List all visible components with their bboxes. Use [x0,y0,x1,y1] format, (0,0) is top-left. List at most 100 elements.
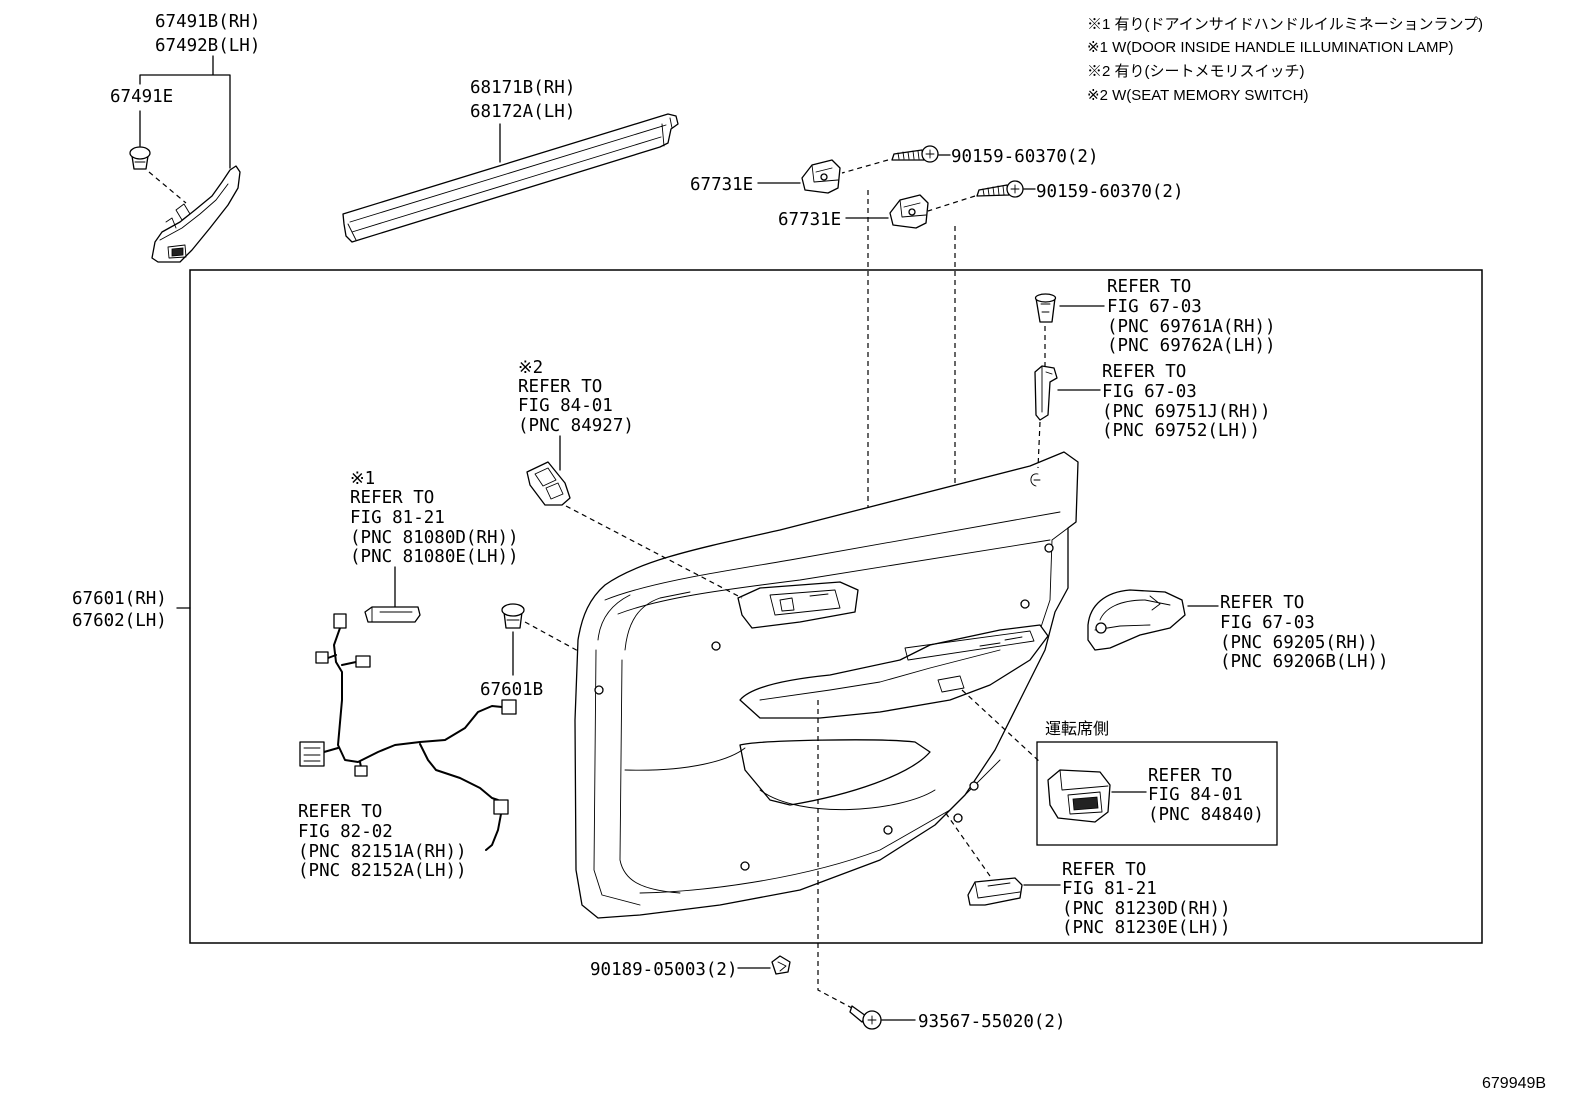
lower-clip-detail [777,961,787,972]
door-pocket [739,739,931,806]
inside-handle-pivot [1095,622,1107,634]
note-line: ※1 W(DOOR INSIDE HANDLE ILLUMINATION LAM… [1087,39,1454,56]
weatherstrip-lh-label: 68172A(LH) [470,102,575,122]
ref-line: FIG 84-01 [1148,785,1243,805]
trim-upper-ridge-inner [617,539,1051,615]
harness-connector [299,741,325,767]
clip-hole [953,813,963,823]
inside-handle-recess-details [769,589,841,616]
ref-line: (PNC 84840) [1148,805,1264,825]
ref-line: REFER TO [350,488,434,508]
harness-connector [333,613,347,629]
ref-line: (PNC 69751J(RH)) [1102,402,1271,422]
lower-clip-label: 90189-05003(2) [590,960,738,980]
window-switch-button [1072,796,1099,811]
ref-line: (PNC 81230E(LH)) [1062,918,1231,938]
door-trim-panel [574,451,1079,919]
ref-line: FIG 84-01 [518,396,613,416]
ref-line: ※1 [350,469,375,489]
garnish-clip-dashed-line [148,171,187,204]
driver-side-label: 運転席側 [1045,720,1109,738]
armrest-switch-details [937,636,1023,693]
upper-screw-1-dashed-line [841,159,889,174]
ref-line: (PNC 69752(LH)) [1102,421,1260,441]
ref-line: FIG 81-21 [350,508,445,528]
lock-rod-shape [1034,365,1058,421]
lower-screw-dashed-line [817,700,853,1009]
garnish-clip-label: 67491E [110,87,173,107]
ref-line: REFER TO [298,802,382,822]
screw-cross [925,149,935,159]
lock-knob-details [1040,303,1051,313]
clip-head [129,146,151,160]
wire-harness-group: REFER TO FIG 82-02 (PNC 82151A(RH)) (PNC… [298,613,517,881]
garnish-clip-shape [129,146,151,170]
lower-fasteners-group: 90189-05003(2) 93567-55020(2) [590,700,1066,1032]
upper-bracket-1-label: 67731E [690,175,753,195]
courtesy-lamp-details [974,881,1021,899]
ref-line: (PNC 81080E(LH)) [350,547,519,567]
lock-knob-top [1034,293,1057,303]
ref-line: ※2 [518,358,543,378]
harness-branches [323,654,502,851]
lower-screw-cross [867,1015,877,1025]
ref-line: REFER TO [1220,593,1304,613]
inside-handle-recess [737,581,859,629]
handle-lamp-details [371,606,413,623]
inside-handle-shape [1087,589,1186,651]
ref-line: REFER TO [1148,766,1232,786]
trim-clip-head [501,603,525,617]
ref-line: FIG 82-02 [298,822,393,842]
weatherstrip-details [347,117,673,241]
ref-line: REFER TO [518,377,602,397]
ref-line: (PNC 81230D(RH)) [1062,899,1231,919]
inside-handle-group: REFER TO FIG 67-03 (PNC 69205(RH)) (PNC … [1087,589,1389,672]
lock-rod-details [1041,365,1053,413]
harness-connector [315,651,329,664]
courtesy-lamp-group: REFER TO FIG 81-21 (PNC 81230D(RH)) (PNC… [944,811,1231,938]
window-switch-shape [1047,769,1111,823]
upper-bracket-2-details [899,199,927,218]
trim-clip-dashed-line [524,621,581,653]
upper-bracket-2-hole [908,208,916,216]
trim-clip-holes [594,543,1054,871]
ref-line: (PNC 81080D(RH)) [350,528,519,548]
courtesy-lamp-shape [967,877,1023,906]
trim-clip-label: 67601B [480,680,543,700]
memory-switch-buttons [534,467,564,500]
garnish-leader-lines [139,55,231,169]
memory-switch-dashed-line [565,505,743,599]
lower-screw-shank [849,1005,867,1023]
upper-bracket-group-1: 67731E 90159-60370(2) [690,145,1099,195]
figure-id: 679949B [1482,1075,1546,1092]
harness-connector [355,655,371,668]
handle-lamp-shape [364,606,421,623]
harness-trunk [333,627,503,763]
garnish-connector [171,247,184,257]
trim-bottom-contour [639,759,1001,894]
handle-lamp-group: ※1 REFER TO FIG 81-21 (PNC 81080D(RH)) (… [350,469,519,623]
clip-hole [1044,543,1054,553]
note-line: ※2 W(SEAT MEMORY SWITCH) [1087,87,1308,104]
memory-switch-group: ※2 REFER TO FIG 84-01 (PNC 84927) [518,358,743,599]
clip-hole [740,861,750,871]
ref-line: REFER TO [1107,277,1191,297]
garnish-lh-label: 67492B(LH) [155,36,260,56]
weatherstrip-rh-label: 68171B(RH) [470,78,575,98]
lower-screw-label: 93567-55020(2) [918,1012,1066,1032]
ref-line: (PNC 69205(RH)) [1220,633,1378,653]
harness-connector [493,799,509,815]
lock-rod-group: REFER TO FIG 67-03 (PNC 69751J(RH)) (PNC… [1034,362,1271,469]
screw-thread [982,185,1005,196]
lower-clip-shape [771,955,791,975]
trim-clip-group: 67601B [480,603,581,700]
upper-screw-2-label: 90159-60370(2) [1036,182,1184,202]
clip-hole [1020,599,1030,609]
upper-screw-1-shape [891,145,939,163]
clip-hole [883,825,893,835]
garnish-group: 67491B(RH) 67492B(LH) 67491E [110,12,260,263]
window-switch-details [1059,769,1109,815]
clip-hole [594,685,604,695]
screw-cross [1010,184,1020,194]
courtesy-lamp-dashed-line [944,811,991,877]
